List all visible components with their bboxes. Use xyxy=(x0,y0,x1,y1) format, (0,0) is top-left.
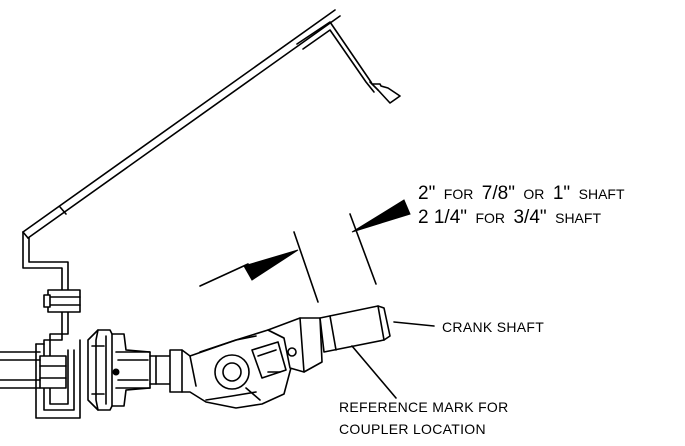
dim-1-shaft: SHAFT xyxy=(579,186,625,202)
reference-mark-label-line-1: REFERENCE MARK FOR xyxy=(339,399,509,415)
universal-joint xyxy=(169,317,323,409)
leader-lines xyxy=(351,321,435,399)
dim-1-for: FOR xyxy=(444,186,474,202)
arrow-right-head-icon xyxy=(351,199,411,233)
crank-shaft xyxy=(319,305,391,353)
dimension-line-2: 2 1/4" FOR 3/4" SHAFT xyxy=(418,207,601,228)
mounting-bracket xyxy=(22,231,81,419)
dim-1-size-b: 1" xyxy=(553,183,570,204)
dim-1-value: 2" xyxy=(418,183,435,204)
extension-line-right xyxy=(349,213,377,285)
dim-2-size: 3/4" xyxy=(513,207,546,228)
dim-2-for: FOR xyxy=(475,210,505,226)
crank-shaft-leader xyxy=(393,321,435,327)
housing-cover xyxy=(22,9,401,239)
reference-mark-label-line-2: COUPLER LOCATION xyxy=(339,421,486,437)
dim-1-or: OR xyxy=(523,186,544,202)
arrow-left-tail xyxy=(199,263,249,287)
dim-1-size-a: 7/8" xyxy=(482,183,515,204)
drive-shaft xyxy=(0,351,41,389)
crank-shaft-label: CRANK SHAFT xyxy=(442,319,544,335)
dim-2-shaft: SHAFT xyxy=(555,210,601,226)
dimension-line-1: 2" FOR 7/8" OR 1" SHAFT xyxy=(418,183,625,204)
motor-coupler xyxy=(87,329,151,411)
dim-2-value: 2 1/4" xyxy=(418,207,467,228)
extension-line-left xyxy=(293,231,319,303)
arrow-left-head-icon xyxy=(243,249,299,281)
reference-mark-leader xyxy=(351,345,397,399)
dimension-marks xyxy=(199,199,411,303)
